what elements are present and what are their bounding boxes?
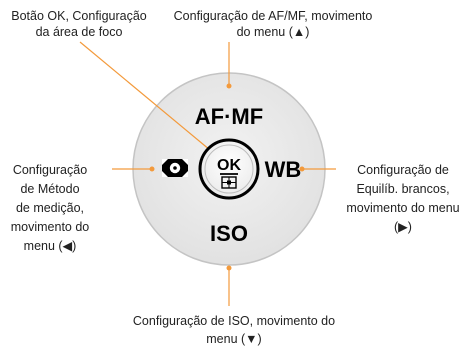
metering-callout-line1: Configuração [12, 163, 88, 177]
dial-up-af-mf-label[interactable]: AF·MF [195, 104, 263, 129]
af-mf-leader-dot [226, 83, 232, 89]
ok-button-callout: Botão OK, Configuração da área de foco [4, 8, 154, 40]
af-mf-callout: Configuração de AF/MF, movimento do menu… [168, 8, 378, 40]
metering-callout-line5: menu (◀) [23, 239, 77, 253]
iso-callout-line1: Configuração de ISO, movimento do [132, 314, 336, 328]
white-balance-callout-line1: Configuração de [357, 163, 449, 177]
dial-down-iso-label[interactable]: ISO [210, 221, 248, 246]
iso-callout: Configuração de ISO, movimento do menu (… [124, 313, 344, 347]
iso-leader-dot [226, 265, 232, 271]
metering-callout-line4: movimento do [10, 220, 90, 234]
iso-callout-line2: menu (▼) [206, 332, 262, 346]
metering-icon[interactable] [162, 159, 188, 177]
ok-button-callout-line1: Botão OK, Configuração [11, 9, 147, 23]
ok-button-callout-line2: da área de foco [35, 25, 123, 39]
metering-callout-line2: de Método [20, 182, 80, 196]
metering-callout: Configuração de Método de medição, movim… [4, 162, 96, 254]
white-balance-callout-line4: (▶) [394, 220, 412, 234]
white-balance-leader-dot [299, 166, 305, 172]
dial-right-wb-label[interactable]: WB [265, 157, 302, 182]
metering-leader-dot [149, 166, 155, 172]
af-mf-callout-line2: do menu (▲) [236, 25, 310, 39]
af-mf-callout-line1: Configuração de AF/MF, movimento [173, 9, 373, 23]
white-balance-callout-line3: movimento do menu [346, 201, 460, 215]
focus-area-icon [221, 176, 237, 189]
white-balance-callout-line2: Equilíb. brancos, [356, 182, 450, 196]
ok-button[interactable]: OK [198, 138, 260, 200]
white-balance-callout: Configuração de Equilíb. brancos, movime… [338, 162, 468, 235]
ok-button-leader-line [79, 41, 211, 151]
ok-button-label: OK [217, 157, 241, 174]
metering-callout-line3: de medição, [15, 201, 85, 215]
